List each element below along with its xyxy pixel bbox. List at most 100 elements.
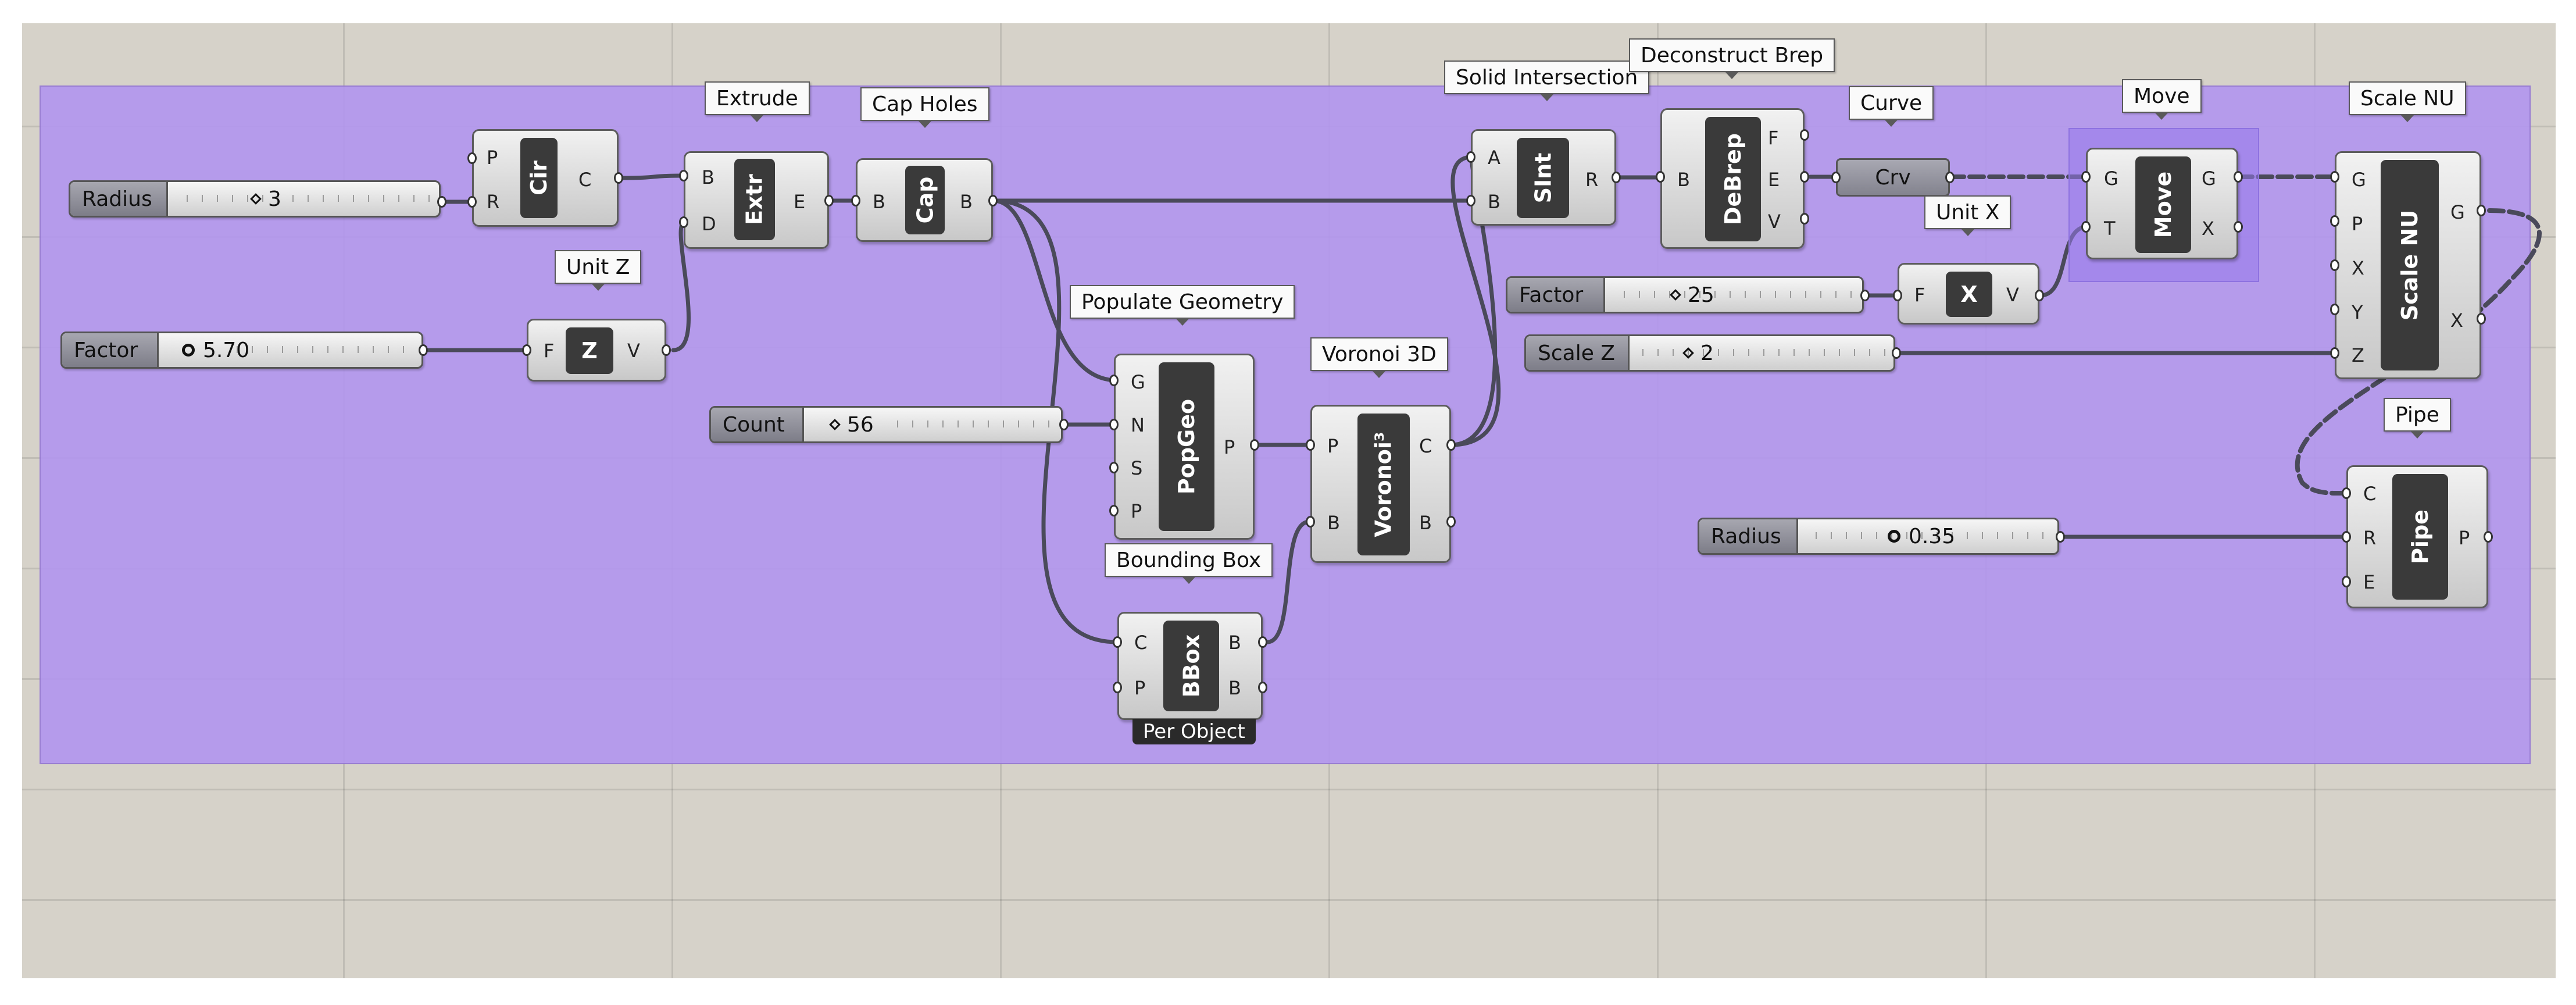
grip[interactable]	[2035, 290, 2044, 301]
grip[interactable]	[1466, 151, 1475, 163]
grip[interactable]	[2477, 205, 2486, 216]
move-component[interactable]: G T Move G X	[2086, 148, 2238, 259]
factor-slider-x[interactable]: Factor 25	[1506, 276, 1864, 313]
grip[interactable]	[2330, 259, 2339, 271]
grip[interactable]	[824, 195, 834, 206]
grip[interactable]	[1860, 290, 1870, 301]
circle-component[interactable]: P R Cir C	[472, 129, 619, 227]
grip[interactable]	[1250, 439, 1259, 451]
grip[interactable]	[2342, 487, 2351, 499]
bounding-box-tooltip: Bounding Box	[1105, 543, 1273, 584]
count-slider[interactable]: Count 56	[709, 406, 1063, 443]
solid-intersection-component[interactable]: A B SInt R	[1471, 129, 1616, 226]
unit-x-component[interactable]: F X V	[1898, 263, 2039, 325]
grip[interactable]	[467, 152, 477, 164]
grip[interactable]	[419, 344, 428, 356]
scale-nu-component[interactable]: G P X Y Z Scale NU G X	[2335, 151, 2481, 379]
slider-value[interactable]: 56	[829, 408, 874, 441]
grip[interactable]	[467, 196, 477, 208]
slider-value[interactable]: 5.70	[182, 333, 249, 367]
slider-diamond-icon[interactable]	[250, 193, 262, 205]
factor-slider-z[interactable]: Factor 5.70	[60, 332, 423, 369]
scale-z-slider[interactable]: Scale Z 2	[1524, 334, 1895, 372]
radius-slider-pipe[interactable]: Radius 0.35	[1698, 518, 2059, 555]
grip[interactable]	[1656, 171, 1665, 183]
grip[interactable]	[1113, 636, 1122, 648]
voronoi-3d-component[interactable]: P B Voronoi³ C B	[1310, 405, 1451, 563]
grip[interactable]	[1258, 682, 1267, 693]
grip[interactable]	[1892, 347, 1901, 359]
slider-diamond-icon[interactable]	[829, 419, 841, 430]
grip[interactable]	[2484, 531, 2493, 543]
component-label-text: Voronoi³	[1371, 432, 1396, 537]
slider-value[interactable]: 25	[1670, 278, 1714, 312]
grip[interactable]	[1109, 505, 1119, 516]
component-label-text: Move	[2150, 171, 2176, 238]
grip[interactable]	[851, 195, 860, 206]
grip[interactable]	[1831, 172, 1841, 183]
grip[interactable]	[1612, 172, 1621, 183]
grip[interactable]	[1800, 213, 1809, 224]
input-port-label: P	[1134, 677, 1146, 699]
grip[interactable]	[2477, 313, 2486, 325]
component-label-text: Cap	[912, 176, 938, 224]
slider-circle-icon[interactable]	[1888, 530, 1900, 543]
deconstruct-brep-component[interactable]: B DeBrep F E V	[1660, 108, 1805, 249]
grip[interactable]	[662, 344, 671, 356]
unit-z-component[interactable]: F Z V	[527, 319, 666, 382]
wire-voronoi-sint-a	[1448, 155, 1501, 447]
grip[interactable]	[1945, 172, 1955, 183]
grip[interactable]	[2330, 171, 2339, 183]
grip[interactable]	[1893, 290, 1902, 301]
grip[interactable]	[2342, 531, 2351, 543]
grip[interactable]	[1258, 636, 1267, 648]
grip[interactable]	[1059, 419, 1069, 430]
component-label-text: Scale NU	[2397, 209, 2423, 321]
grip[interactable]	[988, 195, 998, 206]
grip[interactable]	[1109, 462, 1119, 473]
slider-circle-icon[interactable]	[182, 344, 195, 357]
pipe-component[interactable]: C R E Pipe P	[2346, 465, 2488, 608]
input-port-label: D	[702, 213, 716, 235]
bounding-box-component[interactable]: C P BBox B B	[1117, 612, 1263, 720]
grip[interactable]	[522, 344, 531, 356]
grip[interactable]	[1800, 129, 1809, 141]
grip[interactable]	[1109, 375, 1119, 386]
grip[interactable]	[2330, 347, 2339, 359]
slider-diamond-icon[interactable]	[1682, 347, 1694, 359]
grip[interactable]	[1446, 439, 1456, 451]
grip[interactable]	[2234, 221, 2243, 233]
grip[interactable]	[2330, 215, 2339, 227]
grip[interactable]	[2056, 531, 2065, 543]
output-port-label: V	[627, 340, 640, 362]
populate-geometry-component[interactable]: G N S P PopGeo P	[1114, 354, 1255, 540]
grip[interactable]	[437, 196, 446, 208]
grip[interactable]	[2234, 171, 2243, 183]
slider-diamond-icon[interactable]	[1670, 289, 1681, 301]
grip[interactable]	[1800, 171, 1809, 183]
slider-value[interactable]: 3	[250, 182, 281, 216]
grip[interactable]	[614, 172, 623, 184]
grip[interactable]	[2081, 171, 2091, 183]
grip[interactable]	[1113, 682, 1122, 693]
slider-value[interactable]: 2	[1682, 336, 1714, 370]
grip[interactable]	[1109, 419, 1119, 430]
grip[interactable]	[2342, 576, 2351, 587]
grip[interactable]	[1306, 516, 1315, 528]
slider-track	[187, 195, 431, 202]
grip[interactable]	[1446, 516, 1456, 528]
grip[interactable]	[2081, 221, 2091, 233]
slider-value-text: 56	[847, 412, 874, 437]
populate-geometry-tooltip: Populate Geometry	[1070, 285, 1295, 326]
grip[interactable]	[679, 170, 688, 181]
grip[interactable]	[1466, 195, 1475, 206]
grip[interactable]	[2330, 304, 2339, 315]
grip[interactable]	[679, 216, 688, 228]
slider-value[interactable]: 0.35	[1888, 519, 1955, 553]
cap-holes-component[interactable]: B Cap B	[856, 158, 993, 242]
curve-parameter[interactable]: Crv	[1836, 158, 1950, 197]
input-port-label: S	[1131, 457, 1143, 479]
grip[interactable]	[1306, 439, 1315, 451]
radius-slider[interactable]: Radius 3	[69, 180, 441, 218]
extrude-component[interactable]: B D Extr E	[684, 151, 829, 249]
